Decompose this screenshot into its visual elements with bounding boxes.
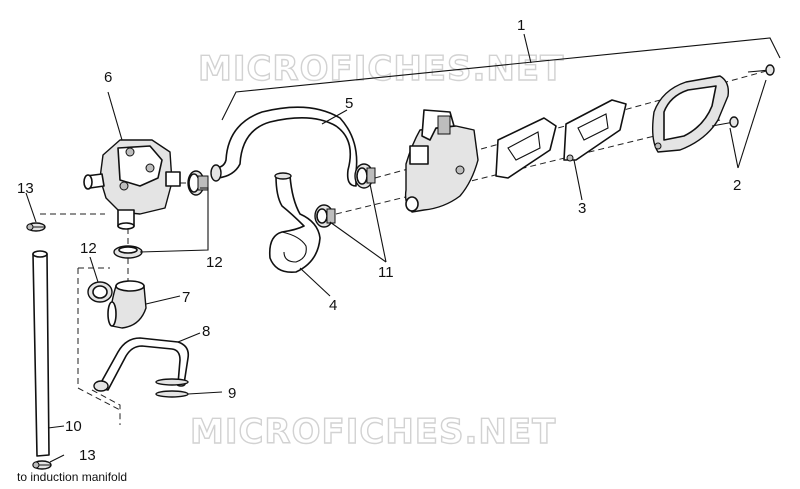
watermark-bottom: MICROFICHES.NET bbox=[190, 412, 556, 452]
callout-7: 7 bbox=[182, 289, 190, 306]
callout-9: 9 bbox=[228, 385, 236, 402]
callout-3: 3 bbox=[578, 200, 586, 217]
part-2-screw-lower bbox=[711, 116, 739, 128]
part-13-clip-top bbox=[26, 222, 46, 232]
part-11-clamp-lower bbox=[314, 204, 336, 228]
part-13-clip-bottom bbox=[32, 460, 52, 470]
part-12-clamp-lower bbox=[113, 245, 143, 259]
part-10-long-hose bbox=[32, 250, 50, 457]
callout-12-lower: 12 bbox=[206, 254, 223, 271]
callout-13-bottom: 13 bbox=[79, 447, 96, 464]
part-3-reed-plate bbox=[563, 99, 627, 162]
part-9-o-rings bbox=[155, 378, 189, 398]
reed-valve-housing bbox=[404, 109, 479, 213]
callout-2: 2 bbox=[733, 177, 741, 194]
callout-8: 8 bbox=[202, 323, 210, 340]
callout-labels: 1 2 3 4 5 6 7 8 9 10 11 12 12 13 13 bbox=[17, 17, 741, 464]
callout-11: 11 bbox=[378, 264, 394, 281]
reed-gasket-left bbox=[495, 117, 557, 179]
group-bracket-1 bbox=[221, 33, 781, 121]
part-4-looped-hose bbox=[268, 172, 321, 274]
callout-12-elbow: 12 bbox=[80, 240, 97, 257]
part-6-valve-body bbox=[83, 139, 181, 230]
reed-valve-cover bbox=[651, 75, 730, 153]
part-2-screw-upper bbox=[747, 64, 775, 76]
part-12-clamp-elbow bbox=[87, 281, 113, 303]
part-7-elbow-hose bbox=[107, 280, 147, 329]
callout-6: 6 bbox=[104, 69, 112, 86]
induction-manifold-note: to induction manifold bbox=[17, 470, 127, 484]
callout-10: 10 bbox=[65, 418, 82, 435]
part-12-clamp-right bbox=[187, 170, 209, 196]
watermark-top: MICROFICHES.NET bbox=[198, 49, 564, 89]
part-5-curved-hose bbox=[210, 106, 358, 187]
callout-4: 4 bbox=[329, 297, 337, 314]
leader-lines bbox=[25, 79, 767, 463]
part-11-clamp-upper bbox=[354, 163, 376, 189]
callout-1: 1 bbox=[517, 17, 525, 34]
callout-13-top: 13 bbox=[17, 180, 34, 197]
callout-5: 5 bbox=[345, 95, 353, 112]
